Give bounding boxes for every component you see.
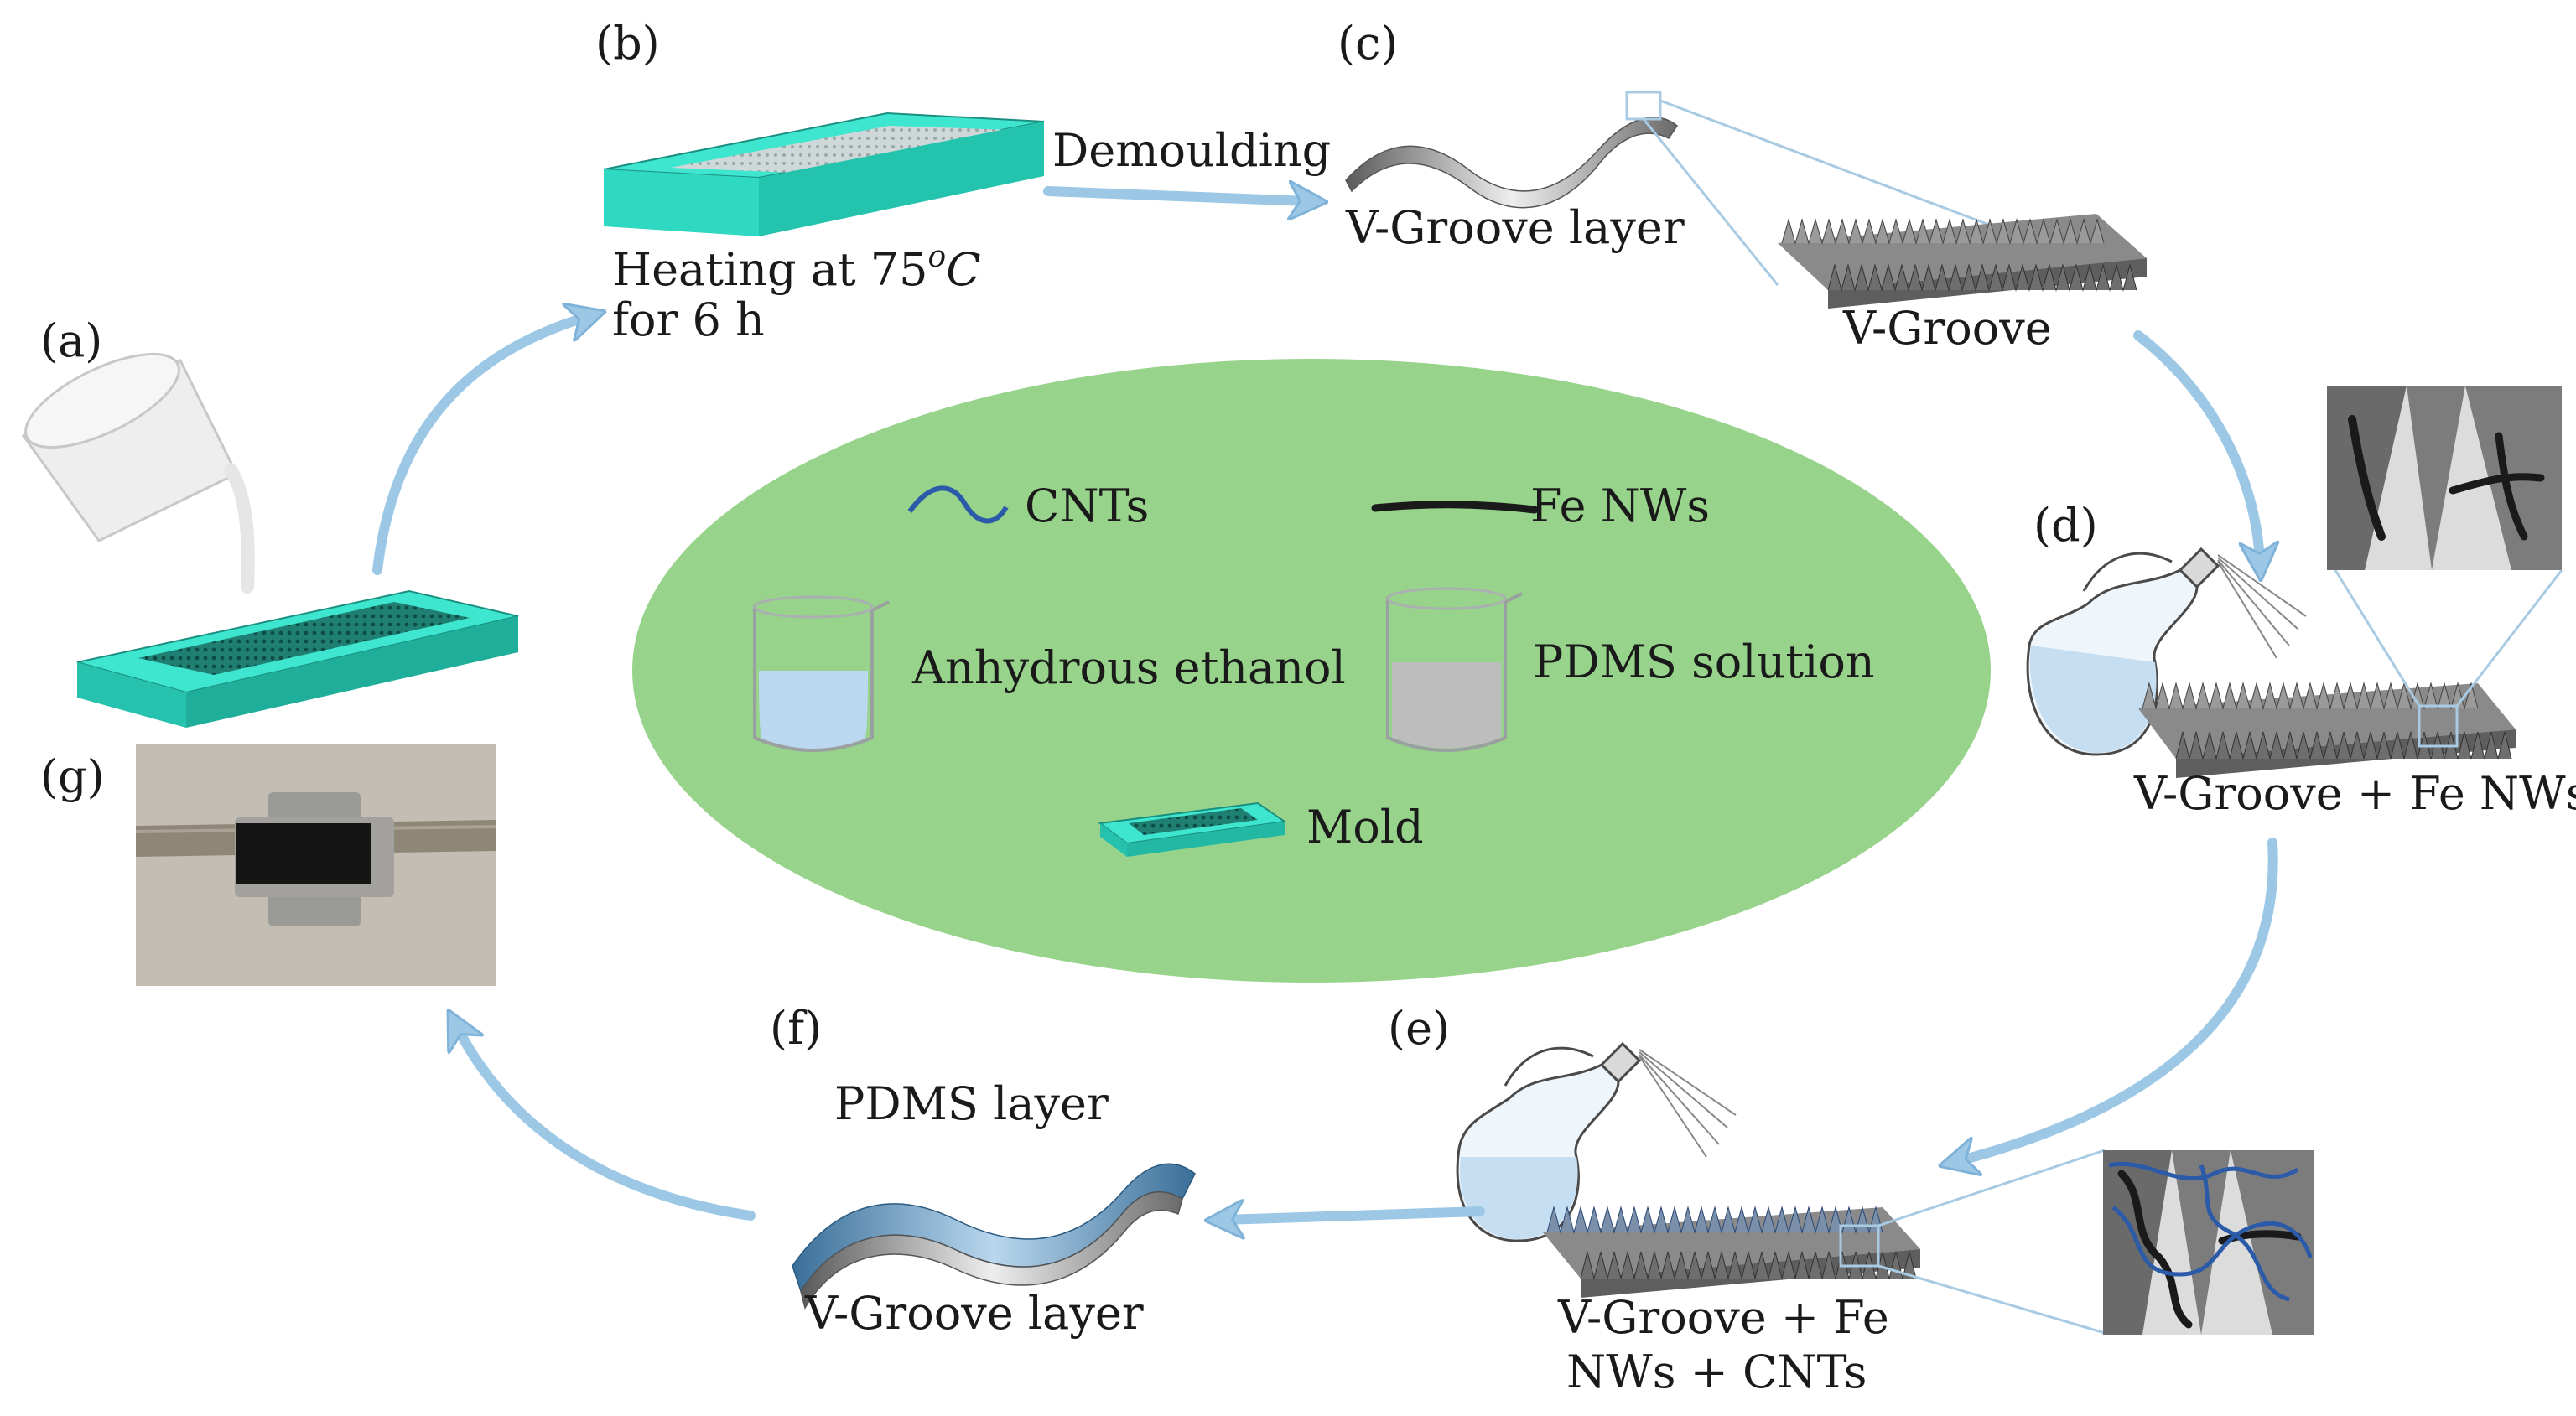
panel-label-d: (d) bbox=[2033, 499, 2098, 552]
cnt-legend-icon bbox=[907, 485, 1009, 524]
pdms-vgroove-wave bbox=[792, 1163, 1196, 1310]
pdms-beaker-icon bbox=[1386, 587, 1523, 752]
vgroove-block-c bbox=[1778, 214, 2147, 309]
zoom-box-d bbox=[2418, 704, 2459, 748]
mold-a bbox=[76, 589, 519, 728]
demoulding-label: Demoulding bbox=[1052, 124, 1331, 177]
pouring-cup-icon bbox=[21, 352, 255, 594]
arrow-f-to-g bbox=[457, 1027, 756, 1221]
panel-label-e: (e) bbox=[1388, 1002, 1450, 1055]
pdms-layer-label: PDMS layer bbox=[834, 1077, 1109, 1130]
legend-mold: Mold bbox=[1306, 801, 1424, 853]
heating-label-line2: for 6 h bbox=[612, 293, 765, 346]
arrow-b-to-c bbox=[1043, 191, 1308, 201]
vgroove-layer-wave-top bbox=[1345, 117, 1679, 209]
spray-bottle-e-icon bbox=[1456, 1041, 1737, 1242]
heating-prefix: Heating at 75 bbox=[612, 243, 928, 296]
zoom-line bbox=[2455, 569, 2563, 707]
vgroove-fe-block-d bbox=[2138, 682, 2516, 778]
panel-label-f: (f) bbox=[770, 1002, 822, 1055]
panel-label-c: (c) bbox=[1337, 17, 1398, 70]
legend-pdms-solution: PDMS solution bbox=[1533, 635, 1875, 688]
fe-nws-legend-icon bbox=[1371, 501, 1539, 514]
zoom-line bbox=[1659, 99, 2038, 245]
arrow-e-to-f bbox=[1224, 1211, 1485, 1220]
vgroove-zoom-box-top bbox=[1625, 91, 1662, 121]
vgroove-fe-cnt-label-line1: V-Groove + Fe bbox=[1557, 1291, 1889, 1344]
vgroove-label: V-Groove bbox=[1842, 302, 2052, 355]
heating-degree: o bbox=[928, 240, 947, 274]
zoom-box-e bbox=[1839, 1224, 1880, 1268]
panel-label-g: (g) bbox=[40, 750, 105, 803]
vgroove-fe-label: V-Groove + Fe NWs bbox=[2133, 767, 2576, 820]
panel-label-a: (a) bbox=[40, 314, 102, 367]
mold-b bbox=[603, 112, 1045, 236]
zoom-inset-d bbox=[2327, 386, 2562, 570]
arrow-a-to-b bbox=[372, 317, 587, 575]
legend-anhydrous-ethanol: Anhydrous ethanol bbox=[911, 641, 1346, 694]
vgroove-fe-cnt-block-e bbox=[1543, 1206, 1920, 1298]
sensor-photo bbox=[135, 744, 497, 986]
zoom-line bbox=[1642, 118, 1779, 286]
heating-label-line1: Heating at 75oC bbox=[612, 240, 981, 296]
panel-label-b: (b) bbox=[595, 17, 660, 70]
arrow-c-to-d bbox=[2133, 330, 2260, 562]
zoom-line bbox=[2334, 569, 2421, 707]
vgroove-layer-bottom-label: V-Groove layer bbox=[804, 1287, 1144, 1340]
mold-legend-icon bbox=[1098, 801, 1287, 857]
vgroove-fe-cnt-label-line2: NWs + CNTs bbox=[1566, 1346, 1867, 1398]
legend-cnts: CNTs bbox=[1025, 480, 1149, 532]
arrow-d-to-e bbox=[1958, 838, 2278, 1161]
legend-fe-nws: Fe NWs bbox=[1530, 480, 1710, 532]
heating-unit: C bbox=[946, 243, 980, 296]
zoom-inset-e bbox=[2103, 1150, 2314, 1335]
vgroove-layer-top-label: V-Groove layer bbox=[1345, 201, 1685, 254]
zoom-line bbox=[1877, 1264, 2106, 1335]
ethanol-beaker-icon bbox=[753, 595, 890, 752]
zoom-line bbox=[1877, 1149, 2106, 1227]
